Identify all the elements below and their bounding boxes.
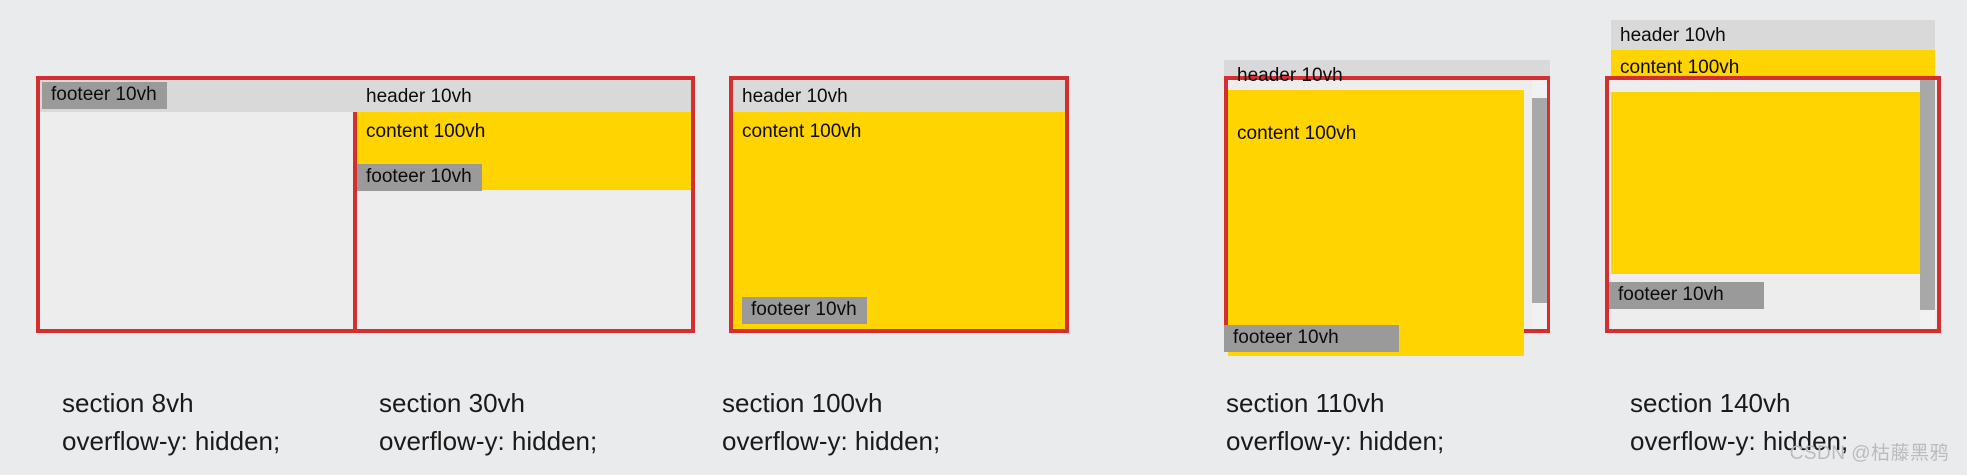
footer-label: footeer 10vh [1224,325,1399,352]
footer-label: footeer 10vh [357,164,482,191]
panel-section-30vh: header 10vh content 100vh footeer 10vh s… [353,0,786,475]
header-band-5: header 10vh [1611,20,1935,50]
scrollbar-thumb-4[interactable] [1532,98,1547,303]
footer-chip-5: footeer 10vh [1609,282,1764,309]
panel-section-140vh: header 10vh content 100vh footeer 10vh s… [1572,0,1965,475]
content-band-4: content 100vh [1228,90,1524,343]
header-band-3: header 10vh [733,80,1065,112]
caption-2: section 30vh overflow-y: hidden; [379,388,598,456]
footer-label: footeer 10vh [742,297,867,324]
footer-label: footeer 10vh [1609,282,1764,309]
caption-4: section 110vh overflow-y: hidden; [1226,388,1445,456]
footer-chip-1: footeer 10vh [42,82,167,109]
content-band-5 [1611,92,1935,274]
scrollbar-thumb-5[interactable] [1920,80,1935,310]
viewport-box-1 [36,76,366,333]
flow-stack-3: header 10vh content 100vh footeer 10vh [733,80,1065,329]
csdn-watermark: CSDN @枯藤黑鸦 [1789,443,1949,464]
footer-chip-4: footeer 10vh [1224,325,1399,352]
content-band-3: content 100vh footeer 10vh [733,112,1065,329]
footer-band-2: footeer 10vh [357,164,691,191]
header-band-4: header 10vh [1237,64,1343,86]
header-band-2: header 10vh [357,80,691,112]
content-label: content 100vh [742,121,862,142]
panel-section-100vh: header 10vh content 100vh footeer 10vh s… [722,0,1179,475]
panel-section-8vh: footeer 10vh section 8vh overflow-y: hid… [0,0,393,475]
content-label: content 100vh [1237,123,1357,144]
caption-1: section 8vh overflow-y: hidden; [62,388,281,456]
flow-stack-4: header 10vh content 100vh [1228,60,1524,343]
flow-stack-2: header 10vh content 100vh footeer 10vh [357,80,691,191]
panel-section-110vh: header 10vh content 100vh footeer 10vh s… [1179,0,1572,475]
scrollbar-5[interactable] [1920,80,1935,329]
content-band-2: content 100vh [357,112,691,164]
footer-label: footeer 10vh [42,82,167,109]
caption-3: section 100vh overflow-y: hidden; [722,388,941,456]
scrollbar-4[interactable] [1532,80,1547,329]
caption-5: section 140vh overflow-y: hidden; [1630,388,1849,456]
